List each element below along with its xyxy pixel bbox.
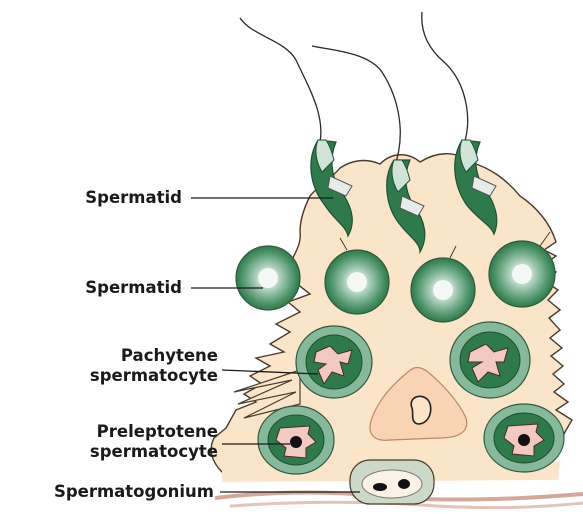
spermatid-tail-1 xyxy=(240,18,321,150)
label-pachytene-line1: Pachytene xyxy=(20,346,218,366)
round-spermatid-1 xyxy=(236,246,300,310)
spermatogonium-cell xyxy=(350,460,434,504)
label-spermatogonium: Spermatogonium xyxy=(0,482,214,502)
preleptotene-spermatocyte-1 xyxy=(258,406,334,474)
pachytene-spermatocyte-1 xyxy=(296,326,372,398)
sertoli-nucleolus xyxy=(411,396,431,424)
label-preleptotene-line1: Preleptotene xyxy=(20,422,218,442)
label-spermatid-elongated: Spermatid xyxy=(40,188,182,208)
label-pachytene-line2: spermatocyte xyxy=(20,366,218,386)
preleptotene-spermatocyte-2 xyxy=(484,404,564,472)
spermatid-tail-3 xyxy=(422,12,468,150)
label-preleptotene-line2: spermatocyte xyxy=(20,442,218,462)
label-spermatid-round: Spermatid xyxy=(40,278,182,298)
pachytene-spermatocyte-2 xyxy=(450,322,530,398)
